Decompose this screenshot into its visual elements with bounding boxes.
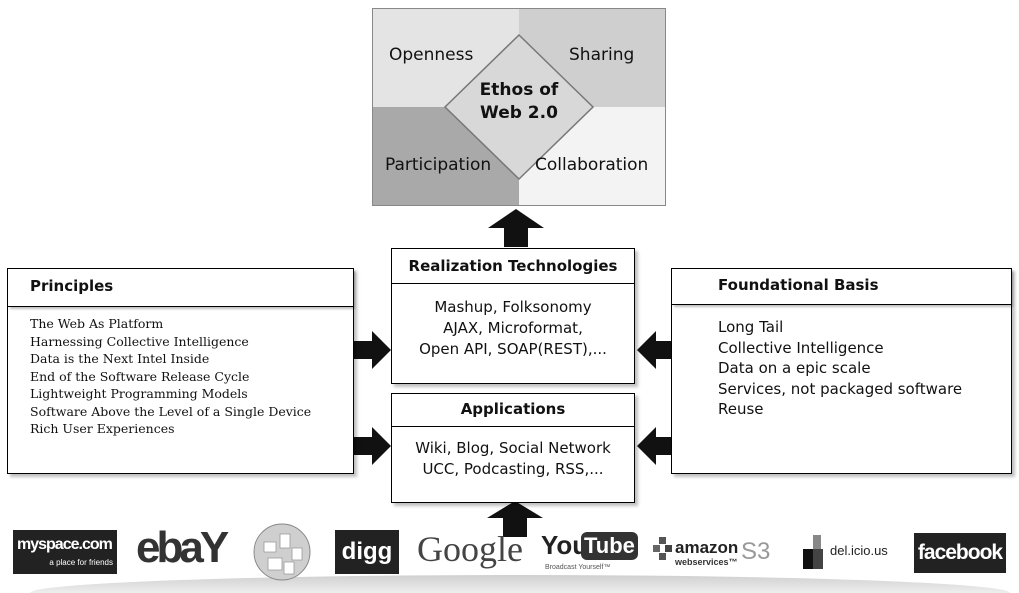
delicious-wordmark: del.icio.us xyxy=(830,543,888,558)
arrow-up-from-logos xyxy=(487,501,543,537)
principles-item: Harnessing Collective Intelligence xyxy=(30,333,249,349)
arrow-left-foundational-2 xyxy=(637,427,675,465)
myspace-tagline: a place for friends xyxy=(49,558,113,567)
arrow-up-to-ethos xyxy=(488,209,544,247)
realization-line: AJAX, Microformat, xyxy=(443,319,583,337)
principles-item: Rich User Experiences xyxy=(30,421,175,436)
label-participation: Participation xyxy=(385,155,492,175)
label-sharing: Sharing xyxy=(569,45,635,65)
ethos-center-line2: Web 2.0 xyxy=(480,103,558,123)
foundational-title: Foundational Basis xyxy=(672,269,1011,305)
arrow-left-foundational-1 xyxy=(637,331,675,369)
ethos-center-line1: Ethos of xyxy=(479,80,559,100)
wikipedia-globe-logo xyxy=(253,523,311,581)
ethos-center-title: Ethos of Web 2.0 xyxy=(469,79,569,125)
ethos-diamond xyxy=(443,33,595,181)
digg-logo: digg xyxy=(335,530,399,574)
amazon-wordmark: amazon xyxy=(675,538,739,557)
aws-cubes-icon xyxy=(653,537,672,560)
realization-list: Mashup, Folksonomy AJAX, Microformat, Op… xyxy=(392,297,634,360)
foundational-item: Reuse xyxy=(718,400,764,418)
applications-box: Applications Wiki, Blog, Social Network … xyxy=(391,393,635,503)
youtube-logo: You Tube Broadcast Yourself™ xyxy=(541,530,638,576)
myspace-logo: myspace.com a place for friends xyxy=(13,530,117,574)
arrow-right-principles-1 xyxy=(353,331,391,369)
principles-item: End of the Software Release Cycle xyxy=(30,368,250,384)
applications-list: Wiki, Blog, Social Network UCC, Podcasti… xyxy=(392,438,634,480)
label-openness: Openness xyxy=(389,45,474,65)
delicious-squares-icon xyxy=(803,535,823,569)
ethos-square: Openness Sharing Participation Collabora… xyxy=(372,8,666,206)
realization-title: Realization Technologies xyxy=(392,249,634,284)
realization-line: Open API, SOAP(REST),... xyxy=(419,340,607,358)
applications-line: UCC, Podcasting, RSS,... xyxy=(422,460,604,478)
arrow-right-principles-2 xyxy=(353,427,391,465)
youtube-tagline: Broadcast Yourself™ xyxy=(545,564,611,571)
applications-line: Wiki, Blog, Social Network xyxy=(415,439,611,457)
foundational-item: Services, not packaged software xyxy=(718,379,963,398)
youtube-tube: Tube xyxy=(581,532,638,560)
amazon-s3: S3 xyxy=(741,538,771,565)
principles-item: Lightweight Programming Models xyxy=(30,386,248,401)
google-logo: Google xyxy=(417,529,523,569)
principles-list: The Web As Platform Harnessing Collectiv… xyxy=(30,315,311,438)
realization-line: Mashup, Folksonomy xyxy=(434,298,592,316)
principles-item: The Web As Platform xyxy=(30,316,164,331)
principles-item: Data is the Next Intel Inside xyxy=(30,351,210,366)
ebay-logo: ebaY xyxy=(136,523,229,572)
label-collaboration: Collaboration xyxy=(535,155,649,175)
amazon-webservices: webservices™ xyxy=(675,557,738,567)
delicious-logo: del.icio.us xyxy=(800,535,910,571)
foundational-item: Data on a epic scale xyxy=(718,359,871,377)
principles-box: Principles The Web As Platform Harnessin… xyxy=(7,268,354,474)
principles-item: Software Above the Level of a Single Dev… xyxy=(30,403,312,419)
foundational-item: Long Tail xyxy=(718,318,784,336)
applications-title: Applications xyxy=(392,394,634,427)
myspace-wordmark: myspace.com xyxy=(17,536,113,553)
foundational-list: Long Tail Collective Intelligence Data o… xyxy=(718,317,962,420)
realization-technologies-box: Realization Technologies Mashup, Folkson… xyxy=(391,248,635,384)
facebook-logo: facebook xyxy=(914,533,1006,573)
foundational-item: Collective Intelligence xyxy=(718,338,884,357)
principles-title: Principles xyxy=(8,269,353,307)
ground-shadow-bar xyxy=(30,575,1010,593)
youtube-you: You xyxy=(541,530,589,560)
amazon-web-services-logo: amazon webservices™ S3 xyxy=(651,532,771,572)
foundational-basis-box: Foundational Basis Long Tail Collective … xyxy=(671,268,1012,474)
